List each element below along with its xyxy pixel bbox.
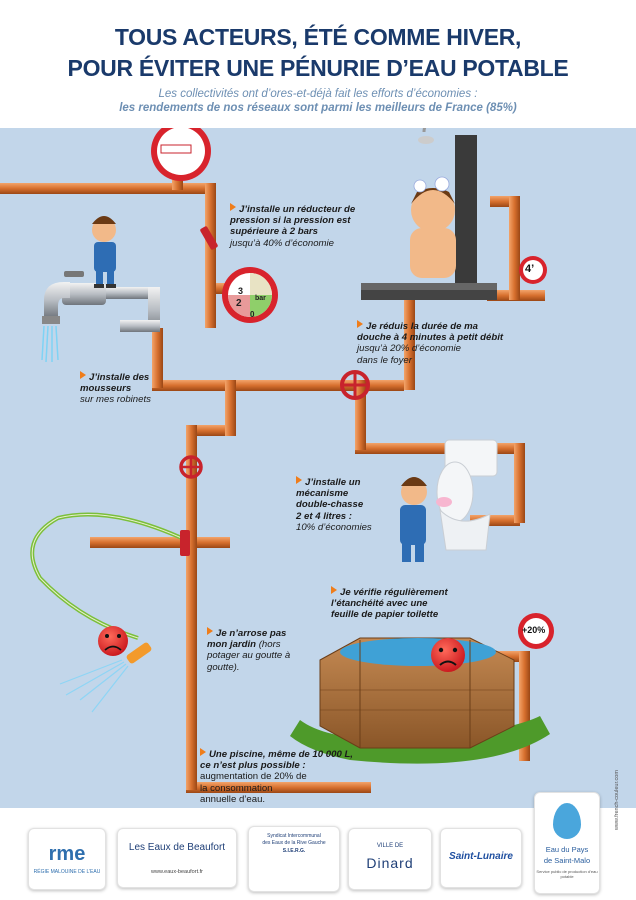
caption-piscine: Une piscine, même de 10 000 L, ce n’est …: [200, 748, 353, 805]
logo-beaufort-url: www.eaux-beaufort.fr: [151, 869, 203, 875]
logo-beaufort[interactable]: Les Eaux de Beaufort www.eaux-beaufort.f…: [117, 828, 237, 888]
toilet-icon: [436, 439, 498, 551]
logo-beaufort-name: Les Eaux de Beaufort: [128, 842, 226, 853]
logo-eau-line1: Eau du Pays: [545, 845, 589, 854]
gauge-pressure-3: 3: [238, 286, 244, 296]
logo-eau-saint-malo[interactable]: Eau du Pays de Saint-Malo Service public…: [534, 792, 600, 894]
header: TOUS ACTEURS, ÉTÉ COMME HIVER, POUR ÉVIT…: [0, 0, 636, 128]
water-drop-icon: [553, 803, 581, 839]
logo-rme-name: rme: [48, 843, 86, 865]
gauge-pressure-2: 2: [236, 298, 242, 309]
logo-saint-lunaire-name: Saint-Lunaire: [449, 851, 513, 862]
logo-sierg-line1: Syndicat Intercommunal: [267, 833, 321, 839]
pool-icon: [290, 637, 550, 764]
gauge-pool-meter: +20%: [522, 625, 546, 635]
caption-chasse: J’installe un mécanisme double-chasse 2 …: [296, 476, 372, 533]
subtitle-line-2: les rendements de nos réseaux sont parmi…: [119, 102, 517, 114]
plumber-toilet-character: [400, 477, 452, 562]
caption-mousseurs: J’installe des mousseurs sur mes robinet…: [80, 371, 151, 406]
valve-icon: [179, 226, 370, 556]
footer: rme RÉGIE MALOUINE DE L’EAU Les Eaux de …: [0, 792, 636, 900]
logo-dinard-ville: VILLE DE: [376, 843, 404, 849]
logo-eau-sub: Service public de production d’eau potab…: [536, 869, 598, 879]
metal-pipes: [100, 287, 160, 332]
illustration: [0, 128, 554, 793]
caption-douche: Je réduis la durée de ma douche à 4 minu…: [357, 320, 504, 366]
logo-sierg-line2: des Eaux de la Rive Gauche: [262, 840, 326, 846]
title-line-2: POUR ÉVITER UNE PÉNURIE D’EAU POTABLE: [67, 55, 569, 81]
logo-dinard[interactable]: VILLE DE Dinard: [348, 828, 432, 890]
gauge-icon: [151, 128, 554, 649]
logo-rme[interactable]: rme RÉGIE MALOUINE DE L’EAU: [28, 828, 106, 890]
faucet-icon: [41, 271, 106, 363]
sad-face-pool-icon: [431, 638, 465, 672]
logo-dinard-name: Dinard: [366, 855, 414, 871]
caption-reducteur: J’installe un réducteur de pression si l…: [230, 203, 356, 249]
sad-face-icon: [98, 626, 128, 656]
logo-sierg-line3: S.I.E.R.G.: [282, 848, 306, 854]
caption-etancheite: Je vérifie régulièrement l’étanchéité av…: [331, 586, 448, 621]
hose-icon: [30, 512, 187, 713]
credit-text: www.french-couleur.com: [614, 770, 620, 830]
subtitle-line-1: Les collectivités ont d’ores-et-déjà fai…: [158, 88, 478, 100]
caption-jardin: Je n’arrose pas mon jardin (hors potager…: [207, 627, 291, 673]
plumber-character: [92, 216, 116, 288]
gauge-pressure-0: 0: [250, 310, 255, 319]
title-line-1: TOUS ACTEURS, ÉTÉ COMME HIVER,: [114, 24, 522, 50]
logo-sierg[interactable]: Syndicat Intercommunal des Eaux de la Ri…: [248, 826, 340, 892]
shower-icon: [361, 128, 497, 300]
gauge-pressure-unit: bar: [255, 295, 266, 302]
logo-saint-lunaire[interactable]: Saint-Lunaire: [440, 828, 522, 888]
logo-eau-line2: de Saint-Malo: [543, 856, 591, 865]
gauge-timer: 4’: [525, 263, 535, 275]
logo-rme-sub: RÉGIE MALOUINE DE L’EAU: [33, 869, 101, 875]
